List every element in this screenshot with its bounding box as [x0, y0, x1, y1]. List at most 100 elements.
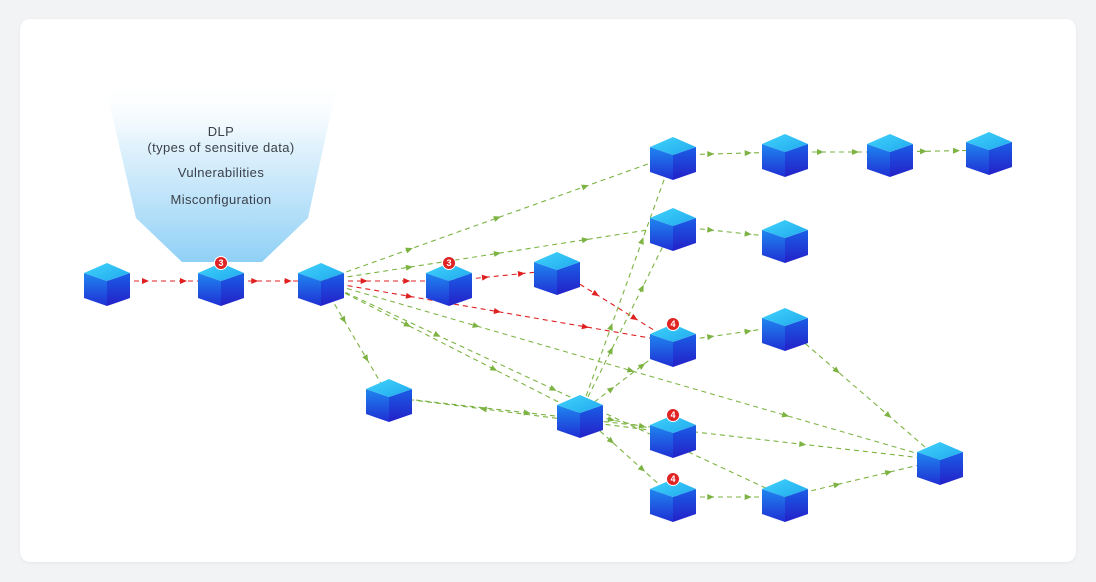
edge-arrowhead	[142, 278, 149, 284]
cube-left-face	[867, 144, 890, 177]
edge-arrowhead	[607, 416, 615, 423]
node-cube[interactable]	[557, 395, 603, 438]
cube-top-face	[557, 395, 603, 413]
edge-arrowhead	[852, 149, 859, 155]
node-cube[interactable]	[762, 220, 808, 263]
edge-arrowhead	[180, 278, 187, 284]
edge-arrowhead	[284, 278, 292, 284]
node-cube[interactable]	[534, 252, 580, 295]
edge-arrowhead	[798, 440, 807, 447]
node-cube[interactable]: 4	[650, 408, 696, 459]
cube-left-face	[298, 273, 321, 306]
cube-left-face	[917, 452, 940, 485]
cube-right-face	[221, 273, 244, 306]
node-cube[interactable]: 4	[650, 472, 696, 523]
cube-right-face	[673, 147, 696, 180]
edge-arrowhead	[493, 308, 501, 314]
cube-left-face	[966, 142, 989, 175]
node-cube[interactable]	[366, 379, 412, 422]
edge-arrowhead	[591, 289, 600, 297]
edge-arrowhead	[479, 406, 488, 413]
cube-top-face	[650, 479, 696, 497]
risk-badge-count: 3	[446, 258, 451, 268]
edge-arrowhead	[781, 411, 790, 418]
path-edge	[784, 325, 941, 461]
path-edge	[320, 225, 674, 282]
spotlight-subtitle: (types of sensitive data)	[147, 140, 294, 155]
cube-top-face	[650, 208, 696, 226]
risk-badge: 4	[666, 317, 680, 331]
cube-left-face	[650, 334, 673, 367]
cube-right-face	[389, 389, 412, 422]
node-cube[interactable]	[762, 134, 808, 177]
cube-right-face	[989, 142, 1012, 175]
path-edge	[388, 396, 674, 434]
path-edge	[320, 280, 941, 461]
node-cube[interactable]	[917, 442, 963, 485]
cube-left-face	[650, 147, 673, 180]
cube-right-face	[940, 452, 963, 485]
cube-right-face	[785, 230, 808, 263]
node-cube[interactable]	[762, 308, 808, 351]
cube-top-face	[650, 137, 696, 155]
node-cube[interactable]	[650, 208, 696, 251]
risk-badge-count: 3	[218, 258, 223, 268]
edge-arrowhead	[472, 322, 480, 328]
path-edge	[579, 341, 674, 414]
edge-arrowhead	[919, 148, 927, 155]
cube-left-face	[198, 273, 221, 306]
edge-arrowhead	[607, 323, 613, 331]
node-cube[interactable]	[84, 263, 130, 306]
cube-right-face	[785, 318, 808, 351]
cube-top-face	[762, 220, 808, 238]
edge-arrowhead	[493, 216, 501, 222]
node-cube[interactable]: 3	[198, 256, 244, 307]
edge-arrowhead	[884, 470, 893, 476]
edge-arrowhead	[744, 494, 752, 500]
attack-path-edge	[320, 280, 674, 343]
edge-arrowhead	[405, 264, 413, 271]
cube-top-face	[762, 134, 808, 152]
cube-left-face	[762, 318, 785, 351]
edge-arrowhead	[637, 363, 646, 370]
edge-arrowhead	[833, 482, 841, 489]
node-cube[interactable]	[762, 479, 808, 522]
cube-top-face	[917, 442, 963, 460]
cube-right-face	[673, 489, 696, 522]
cube-right-face	[890, 144, 913, 177]
path-edge	[320, 154, 674, 282]
nodes-layer: 3 3 4 4 4	[84, 132, 1012, 522]
cube-top-face	[534, 252, 580, 270]
edge-arrowhead	[493, 251, 501, 257]
node-cube[interactable]: 3	[426, 256, 472, 307]
node-cube[interactable]	[966, 132, 1012, 175]
cube-right-face	[107, 273, 130, 306]
cube-top-face	[198, 263, 244, 281]
path-edge	[785, 149, 890, 155]
risk-badge: 3	[442, 256, 456, 270]
node-cube[interactable]	[867, 134, 913, 177]
edge-arrowhead	[606, 386, 615, 394]
cube-top-face	[366, 379, 412, 397]
edge-arrowhead	[360, 278, 368, 284]
edge-arrowhead	[744, 150, 752, 157]
spotlight-misconfiguration: Misconfiguration	[170, 192, 271, 207]
edge-arrowhead	[581, 184, 589, 191]
edge-arrowhead	[581, 323, 589, 330]
risk-badge-count: 4	[670, 410, 675, 420]
edge-arrowhead	[403, 320, 411, 327]
cube-left-face	[650, 489, 673, 522]
edge-arrowhead	[433, 331, 441, 337]
node-cube[interactable]	[298, 263, 344, 306]
cube-top-face	[762, 308, 808, 326]
edge-arrowhead	[817, 149, 824, 155]
cube-right-face	[321, 273, 344, 306]
edge-arrowhead	[744, 230, 752, 237]
node-cube[interactable]: 4	[650, 317, 696, 368]
edge-arrowhead	[403, 278, 411, 284]
edge-arrowhead	[707, 151, 715, 158]
node-cube[interactable]	[650, 137, 696, 180]
cube-left-face	[557, 405, 580, 438]
path-edge	[320, 280, 581, 414]
risk-badge-count: 4	[670, 319, 675, 329]
